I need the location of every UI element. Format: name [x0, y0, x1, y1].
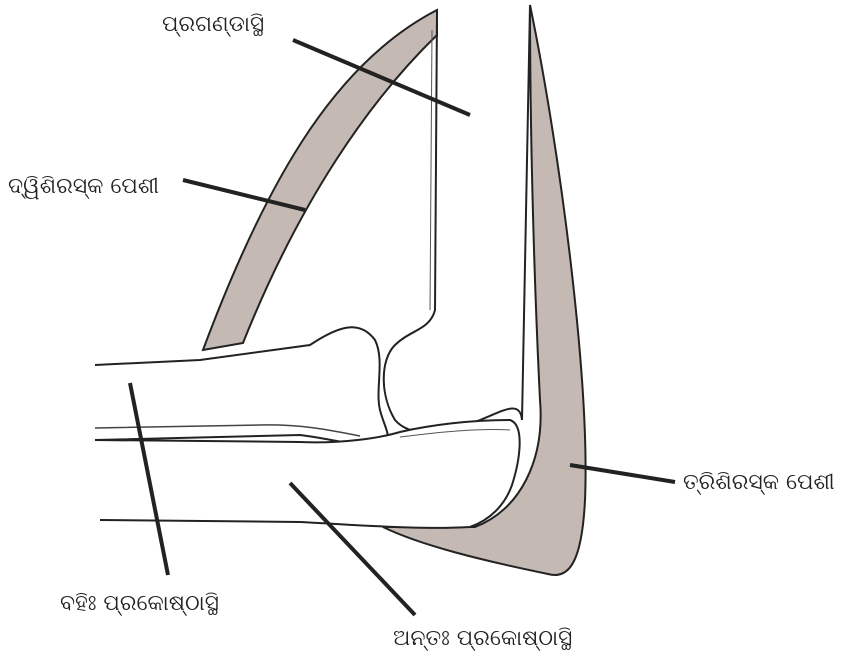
- triceps-label: ତ୍ରିଶିରସ୍କ ପେଶୀ: [683, 472, 835, 494]
- radius-label: ବହିଃ ପ୍ରକୋଷ୍ଠାସ୍ଥି: [60, 593, 219, 615]
- biceps-muscle: [203, 10, 437, 350]
- humerus-inner-line: [430, 30, 432, 310]
- biceps-label: ଦ୍ୱିଶିରସ୍କ ପେଶୀ: [8, 176, 159, 198]
- humerus-label: ପ୍ରଗଣ୍ଡାସ୍ଥି: [162, 14, 264, 36]
- ulna-label: ଅନ୍ତଃ ପ୍ରକୋଷ୍ଠାସ୍ଥି: [393, 628, 572, 650]
